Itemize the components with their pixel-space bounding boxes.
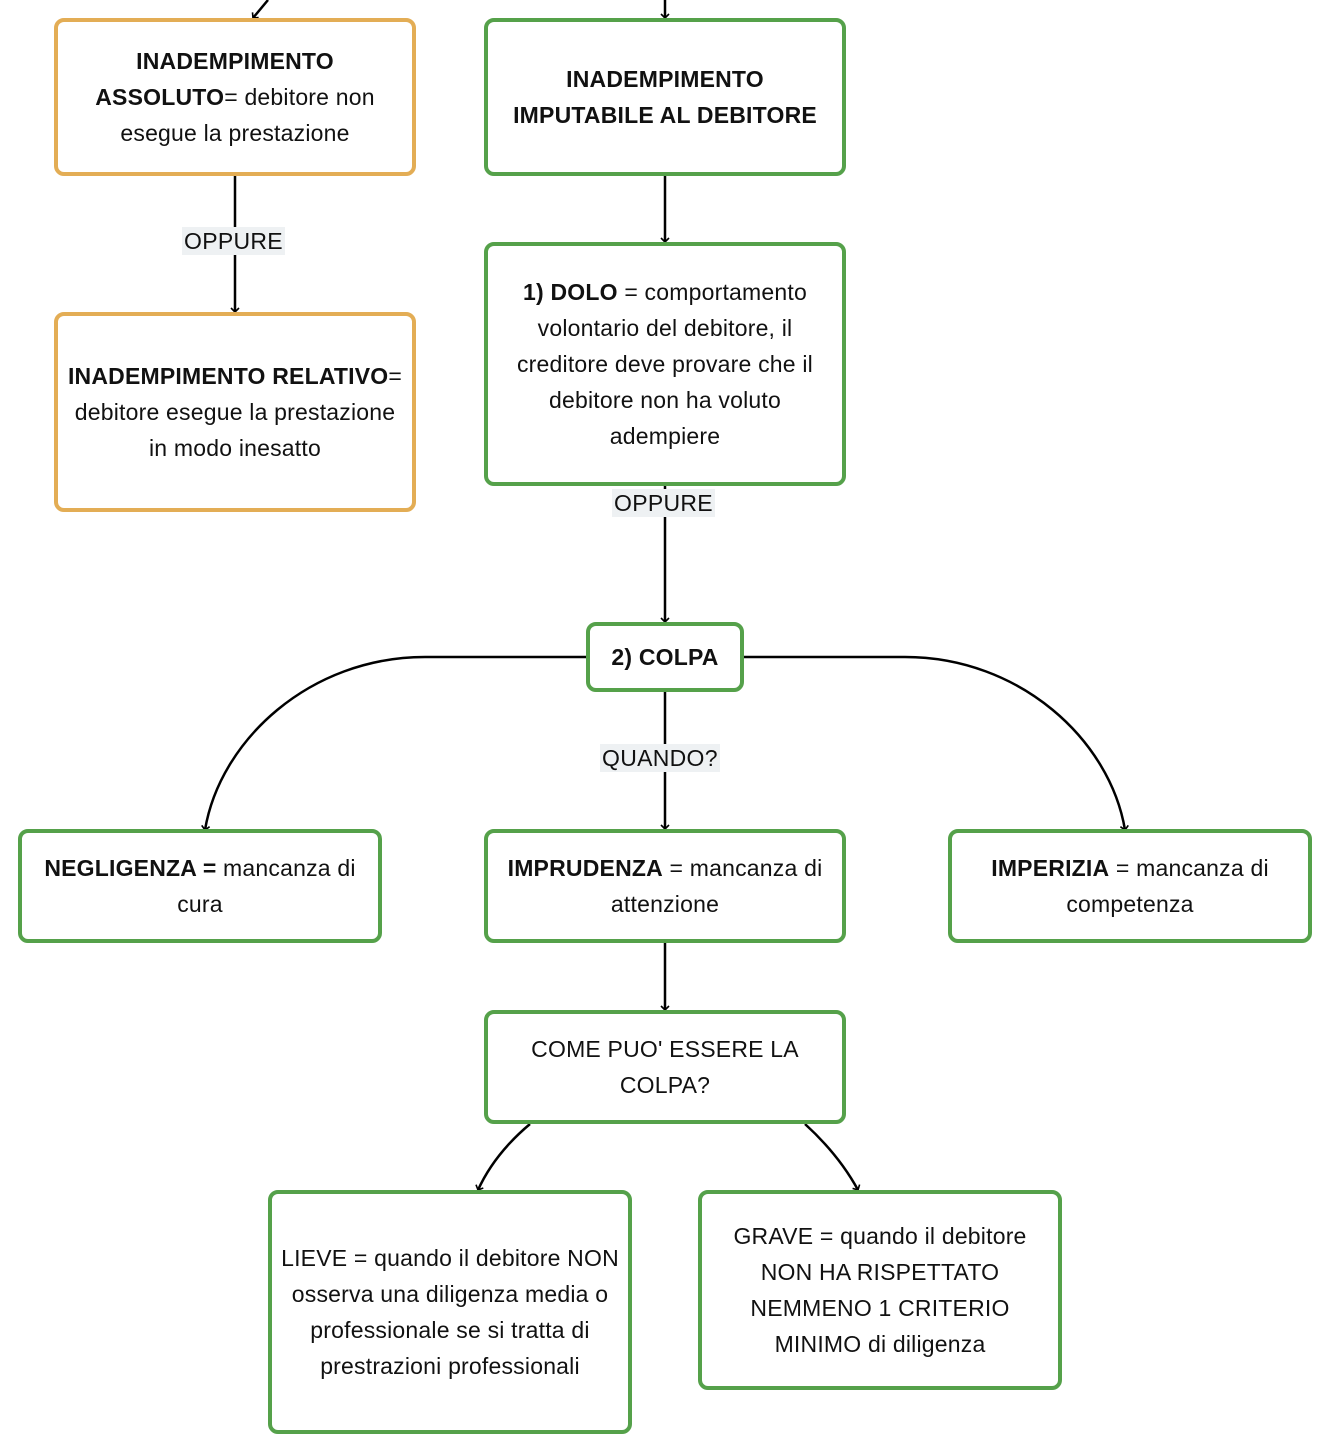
node-text: 2) COLPA xyxy=(611,644,719,670)
node-inadempimento-imputabile[interactable]: INADEMPIMENTO IMPUTABILE AL DEBITORE xyxy=(484,18,846,176)
node-text: IMPERIZIA = mancanza di competenza xyxy=(991,855,1269,917)
node-text: INADEMPIMENTO RELATIVO= debitore esegue … xyxy=(67,363,403,461)
node-imperizia[interactable]: IMPERIZIA = mancanza di competenza xyxy=(948,829,1312,943)
node-inadempimento-assoluto[interactable]: INADEMPIMENTO ASSOLUTO= debitore non ese… xyxy=(54,18,416,176)
node-text: 1) DOLO = comportamento volontario del d… xyxy=(516,279,813,449)
node-text: COME PUO' ESSERE LA COLPA? xyxy=(531,1036,799,1098)
node-text: IMPRUDENZA = mancanza di attenzione xyxy=(507,855,823,917)
node-lieve[interactable]: LIEVE = quando il debitore NON osserva u… xyxy=(268,1190,632,1434)
node-imprudenza[interactable]: IMPRUDENZA = mancanza di attenzione xyxy=(484,829,846,943)
node-text: GRAVE = quando il debitore NON HA RISPET… xyxy=(733,1223,1027,1357)
node-dolo[interactable]: 1) DOLO = comportamento volontario del d… xyxy=(484,242,846,486)
node-negligenza[interactable]: NEGLIGENZA = mancanza di cura xyxy=(18,829,382,943)
edge-come-grave xyxy=(804,1123,861,1191)
edge-come-lieve xyxy=(475,1123,531,1192)
node-grave[interactable]: GRAVE = quando il debitore NON HA RISPET… xyxy=(698,1190,1062,1390)
node-text: LIEVE = quando il debitore NON osserva u… xyxy=(281,1245,619,1379)
edge-incoming-left xyxy=(251,0,269,19)
node-come-puo-essere-la-colpa[interactable]: COME PUO' ESSERE LA COLPA? xyxy=(484,1010,846,1124)
node-text: INADEMPIMENTO ASSOLUTO= debitore non ese… xyxy=(95,48,375,146)
node-text: NEGLIGENZA = mancanza di cura xyxy=(44,855,356,917)
edge-colpa-imperizia xyxy=(744,655,1129,832)
node-text: INADEMPIMENTO IMPUTABILE AL DEBITORE xyxy=(513,66,817,128)
node-inadempimento-relativo[interactable]: INADEMPIMENTO RELATIVO= debitore esegue … xyxy=(54,312,416,512)
node-colpa[interactable]: 2) COLPA xyxy=(586,622,744,692)
edge-label-oppure-right: OPPURE xyxy=(612,489,715,517)
edge-colpa-negligenza xyxy=(201,655,586,832)
edge-label-oppure-left: OPPURE xyxy=(182,227,285,255)
edge-label-quando: QUANDO? xyxy=(600,744,720,772)
